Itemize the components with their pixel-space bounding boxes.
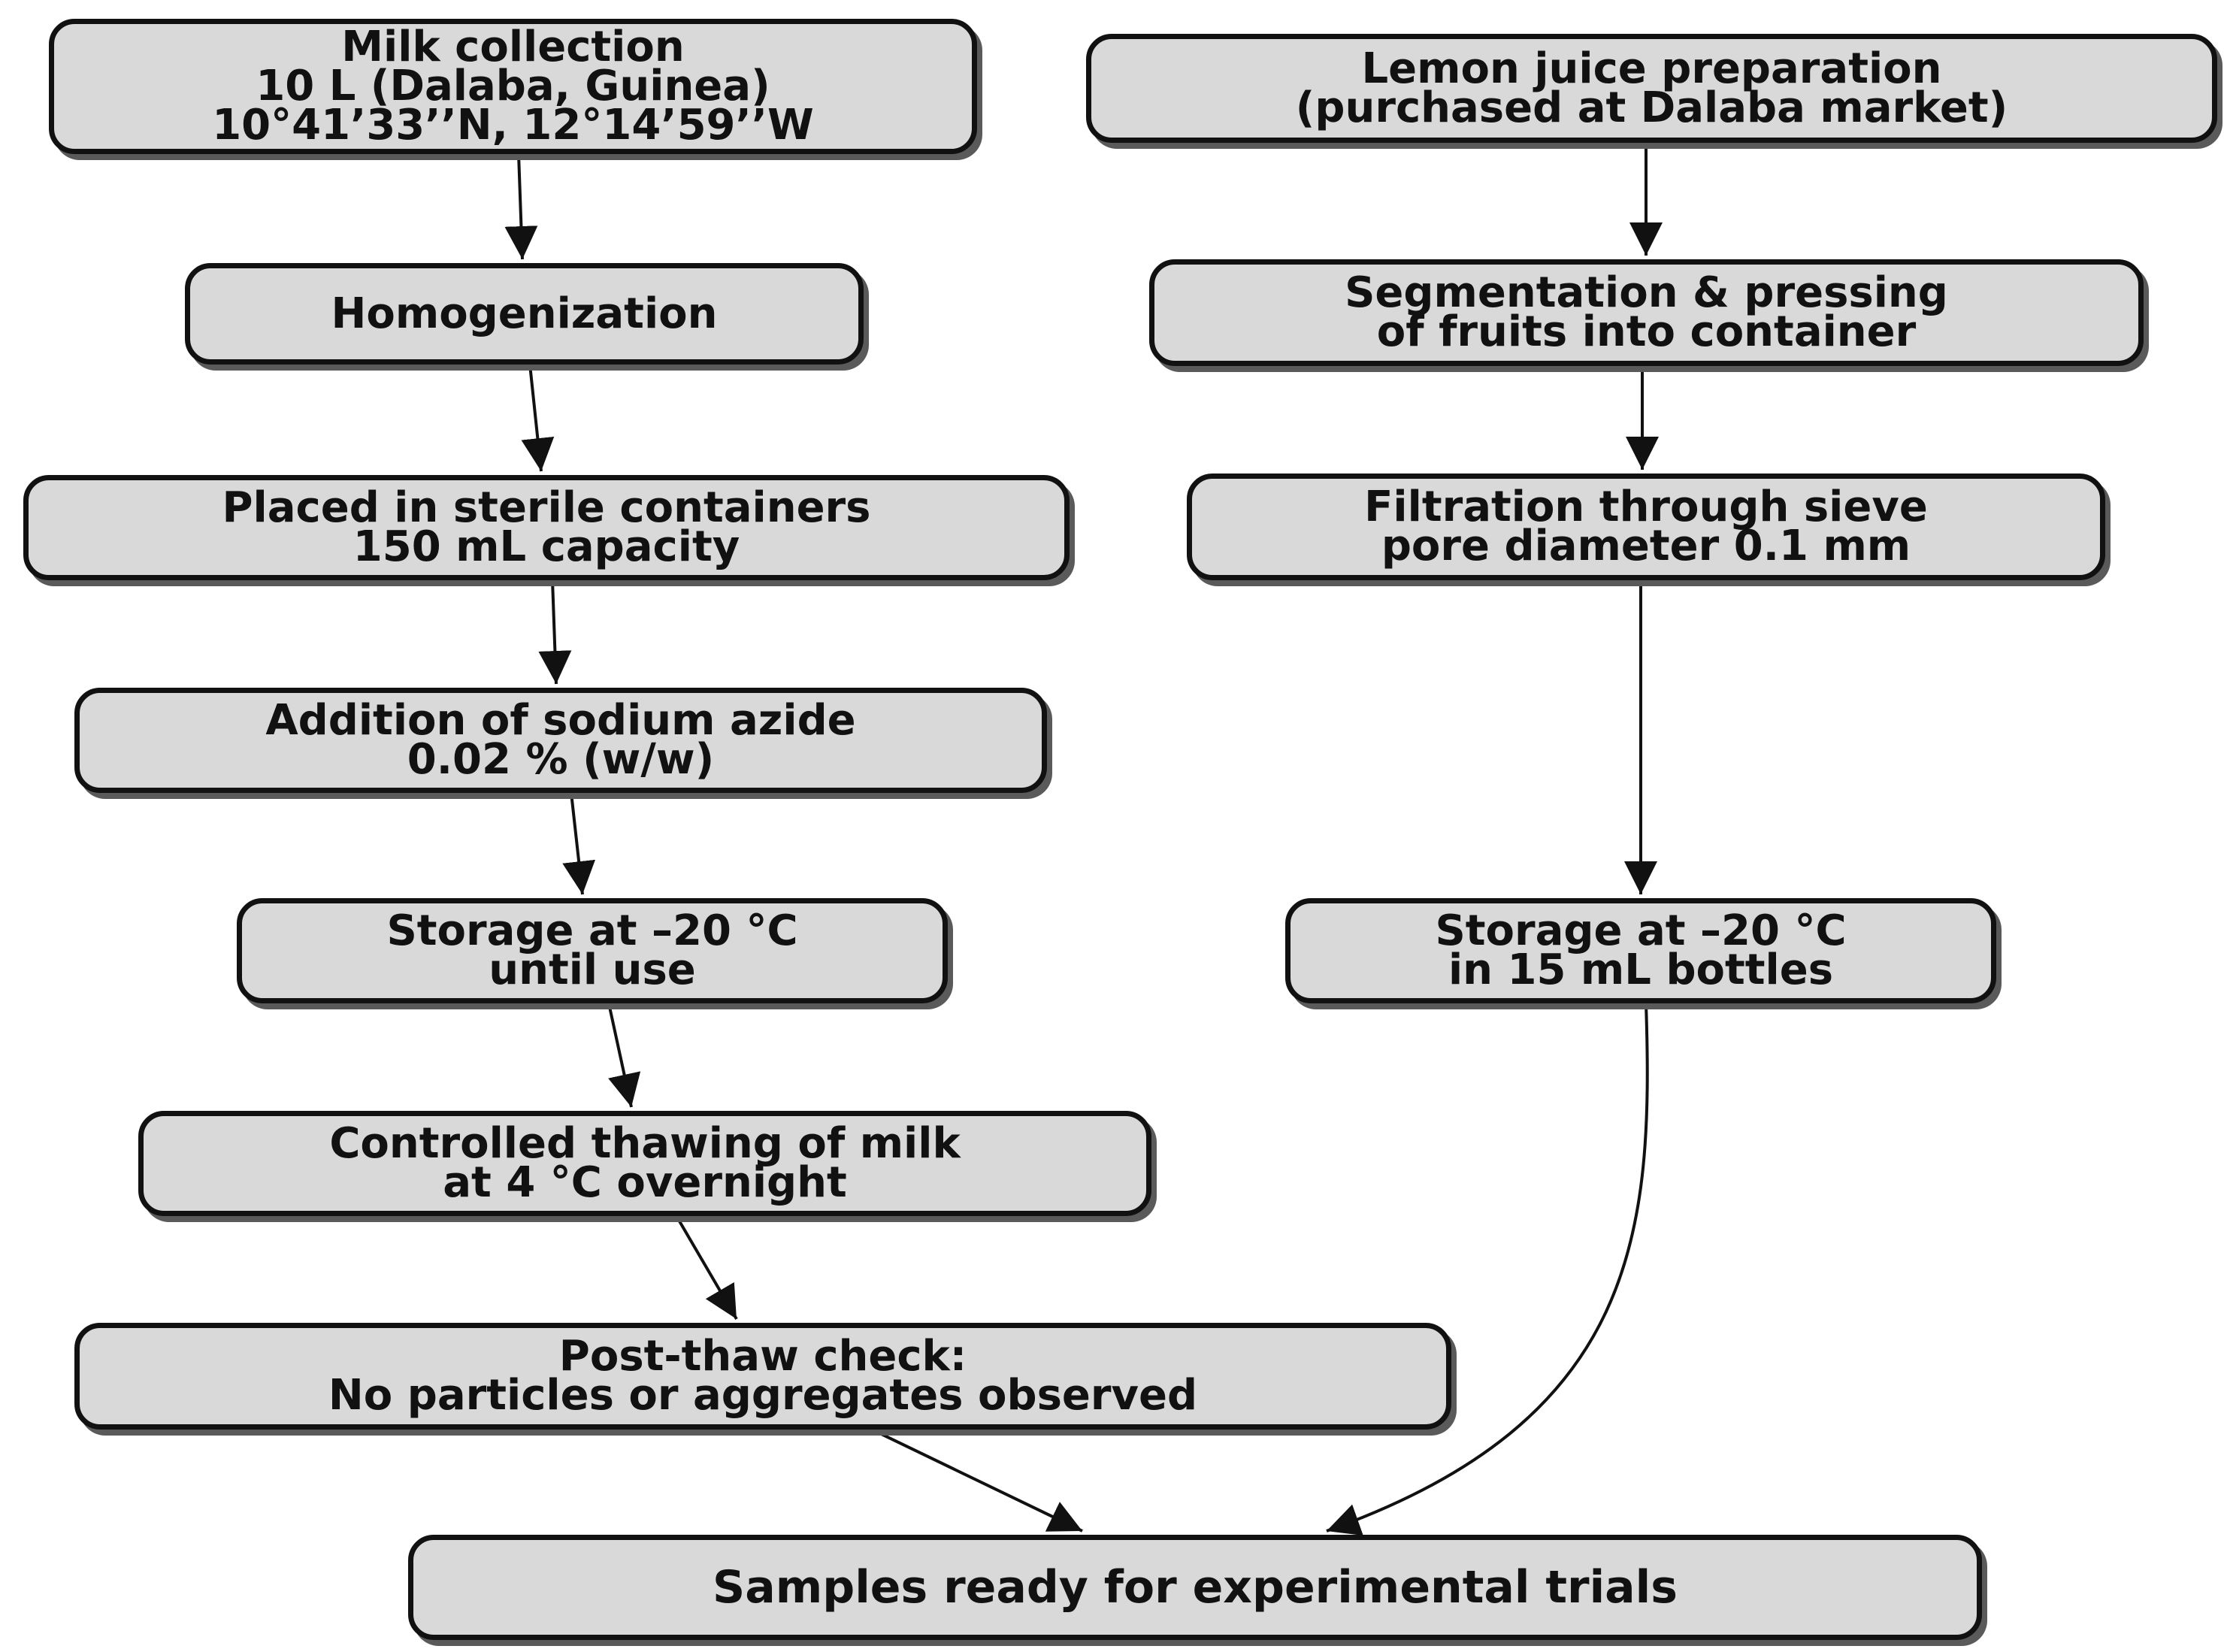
- connector-arrow: [675, 1215, 738, 1321]
- node-line: Post-thaw check:: [558, 1332, 967, 1381]
- connector-arrow: [871, 1428, 1083, 1532]
- node-line: 0.02 % (w/w): [407, 735, 715, 784]
- post-thaw-check-node: Post-thaw check: No particles or aggrega…: [74, 1323, 1451, 1430]
- sterile-containers-node: Placed in sterile containers 150 mL capa…: [23, 475, 1070, 580]
- lemon-juice-node: Lemon juice preparation (purchased at Da…: [1086, 34, 2217, 143]
- node-line: of fruits into container: [1376, 307, 1917, 356]
- node-line: Controlled thawing of milk: [329, 1119, 961, 1168]
- milk-storage-node: Storage at –20 °C until use: [237, 898, 948, 1003]
- node-line: Milk collection: [341, 23, 685, 71]
- samples-ready-node: Samples ready for experimental trials: [408, 1535, 1982, 1640]
- node-line: Samples ready for experimental trials: [713, 1561, 1678, 1614]
- node-line: 10 L (Dalaba, Guinea): [256, 62, 770, 110]
- node-line: Storage at –20 °C: [386, 906, 798, 955]
- segmentation-node: Segmentation & pressing of fruits into c…: [1149, 259, 2144, 366]
- connector-arrow: [1326, 1003, 1649, 1536]
- connector-arrow: [504, 153, 538, 260]
- connector-arrow: [607, 1003, 641, 1108]
- node-line: Homogenization: [331, 289, 718, 338]
- node-line: Placed in sterile containers: [222, 483, 871, 532]
- node-line: pore diameter 0.1 mm: [1381, 522, 1911, 570]
- node-line: No particles or aggregates observed: [328, 1371, 1198, 1420]
- connector-arrow: [521, 364, 555, 472]
- filtration-node: Filtration through sieve pore diameter 0…: [1187, 474, 2105, 580]
- node-line: 10°41’33’’N, 12°14’59’’W: [212, 101, 814, 150]
- node-line: in 15 mL bottles: [1448, 946, 1834, 994]
- node-line: until use: [489, 946, 696, 994]
- milk-collection-node: Milk collection 10 L (Dalaba, Guinea) 10…: [49, 19, 977, 154]
- homogenization-node: Homogenization: [185, 263, 864, 365]
- node-line: Addition of sodium azide: [265, 696, 856, 745]
- node-line: Filtration through sieve: [1364, 483, 1928, 531]
- node-line: Segmentation & pressing: [1345, 268, 1948, 317]
- node-line: Lemon juice preparation: [1361, 44, 1942, 93]
- node-line: (purchased at Dalaba market): [1295, 83, 2008, 132]
- connector-arrow: [562, 792, 596, 895]
- thawing-node: Controlled thawing of milk at 4 °C overn…: [138, 1111, 1151, 1216]
- node-line: Storage at –20 °C: [1435, 906, 1847, 955]
- node-line: 150 mL capacity: [353, 522, 740, 571]
- connector-arrow: [538, 579, 572, 685]
- node-line: at 4 °C overnight: [443, 1158, 847, 1207]
- sodium-azide-node: Addition of sodium azide 0.02 % (w/w): [74, 688, 1047, 793]
- lemon-storage-node: Storage at –20 °C in 15 mL bottles: [1285, 898, 1996, 1003]
